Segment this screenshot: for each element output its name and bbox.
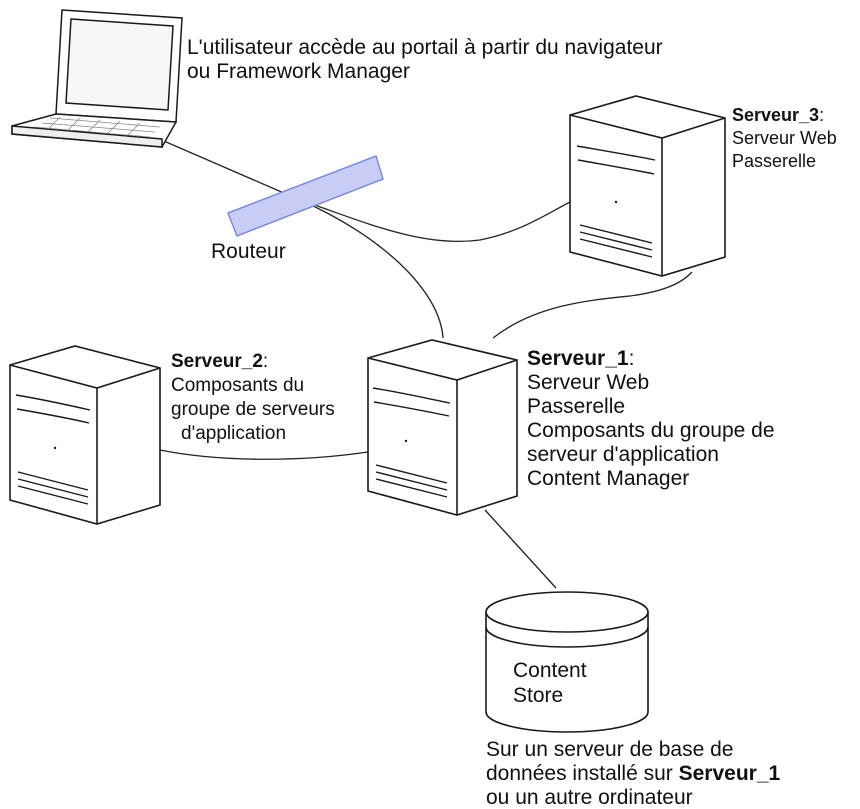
database-cylinder-icon [485, 591, 649, 733]
server-tower-icon [569, 95, 726, 277]
link-server1-contentstore [484, 509, 557, 589]
router-label: Routeur [211, 240, 286, 263]
server2-name: Serveur_2 [171, 351, 263, 372]
router-icon [227, 155, 384, 237]
link-router-server1 [299, 199, 444, 339]
user-caption-line1: L'utilisateur accède au portail à partir… [187, 36, 663, 59]
link-server2-server1 [159, 449, 369, 460]
server3-role-2: Passerelle [732, 151, 817, 171]
server1-role-4: serveur d'application [527, 443, 719, 466]
db-caption-line1: Sur un serveur de base de [486, 738, 734, 761]
db-caption: Sur un serveur de base de données instal… [486, 738, 780, 809]
laptop-icon [11, 9, 183, 148]
db-caption-line2-bold: Serveur_1 [678, 762, 781, 785]
content-store-label-line2: Store [513, 684, 564, 707]
content-store-label: Content Store [513, 658, 587, 708]
db-caption-line3: ou un autre ordinateur [486, 786, 693, 809]
content-store-label-line1: Content [513, 659, 587, 682]
link-router-server3 [299, 199, 571, 243]
server1-colon: : [628, 347, 635, 370]
server2-colon: : [262, 351, 269, 372]
server1-role-2: Passerelle [527, 395, 626, 418]
server3-role-1: Serveur Web [732, 128, 837, 148]
server3-colon: : [819, 105, 825, 125]
server-tower-icon [367, 339, 518, 516]
server1-role-5: Content Manager [527, 467, 690, 490]
server2-label: Serveur_2: Composants du groupe de serve… [171, 350, 335, 446]
server2-role-1: Composants du [171, 375, 305, 396]
server1-label: Serveur_1: Serveur Web Passerelle Compos… [527, 347, 775, 491]
server2-role-2: groupe de serveurs [171, 399, 335, 420]
server3-label: Serveur_3: Serveur Web Passerelle [732, 104, 837, 173]
link-server1-server3 [492, 271, 693, 339]
server1-role-3: Composants du groupe de [527, 419, 775, 442]
server3-name: Serveur_3 [732, 105, 820, 125]
user-caption: L'utilisateur accède au portail à partir… [187, 36, 663, 84]
server1-role-1: Serveur Web [527, 371, 650, 394]
server-tower-icon [9, 345, 161, 525]
server1-name: Serveur_1 [527, 347, 629, 370]
server2-role-3: d'application [181, 423, 287, 444]
user-caption-line2: ou Framework Manager [187, 60, 410, 83]
db-caption-line2-prefix: données installé sur [486, 762, 679, 785]
